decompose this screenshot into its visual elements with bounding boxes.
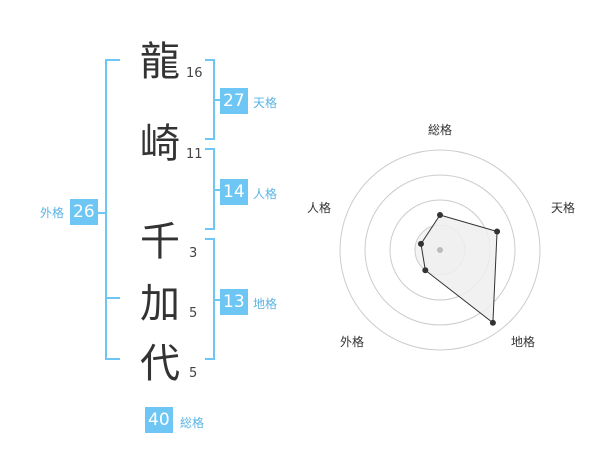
gaikaku-score-badge: 26 (70, 199, 98, 225)
stroke-count-3: 3 (189, 246, 198, 261)
radar-point-2 (489, 319, 496, 326)
radar-axis-label-tenkaku: 天格 (551, 201, 576, 215)
chikaku-label: 地格 (253, 297, 278, 311)
soukaku-score-badge: 40 (145, 407, 173, 433)
name-char-2: 崎 (140, 121, 180, 167)
radar-point-1 (494, 228, 501, 235)
radar-axis-label-gaikaku: 外格 (340, 335, 365, 349)
radar-polygon (420, 214, 498, 324)
radar-axis-label-jinkaku: 人格 (307, 201, 332, 215)
soukaku-label: 総格 (180, 416, 205, 430)
name-char-5: 代 (140, 341, 180, 387)
gaikaku-label: 外格 (40, 206, 65, 220)
radar-grid-ring (364, 174, 516, 326)
chikaku-score-badge: 13 (220, 289, 248, 315)
radar-grid-ring (339, 149, 541, 351)
radar-center-dot (437, 247, 443, 253)
radar-axis-label-soukaku: 総格 (428, 123, 453, 137)
jinkaku-score-badge: 14 (220, 179, 248, 205)
name-char-1: 龍 (140, 39, 180, 85)
tenkaku-score-badge: 27 (220, 88, 248, 114)
name-char-3: 千 (140, 219, 180, 265)
stroke-count-4: 5 (189, 306, 198, 321)
stroke-count-2: 11 (186, 147, 203, 162)
radar-point-0 (437, 212, 443, 218)
stroke-count-5: 5 (189, 366, 198, 381)
name-char-4: 加 (140, 281, 180, 327)
tenkaku-label: 天格 (253, 96, 278, 110)
radar-point-4 (417, 240, 424, 247)
gaikaku-bracket (105, 59, 120, 360)
stroke-count-1: 16 (186, 66, 203, 81)
radar-axis-label-chikaku: 地格 (511, 335, 536, 349)
radar-point-3 (422, 267, 429, 274)
radar-points (417, 212, 501, 326)
jinkaku-label: 人格 (253, 187, 278, 201)
